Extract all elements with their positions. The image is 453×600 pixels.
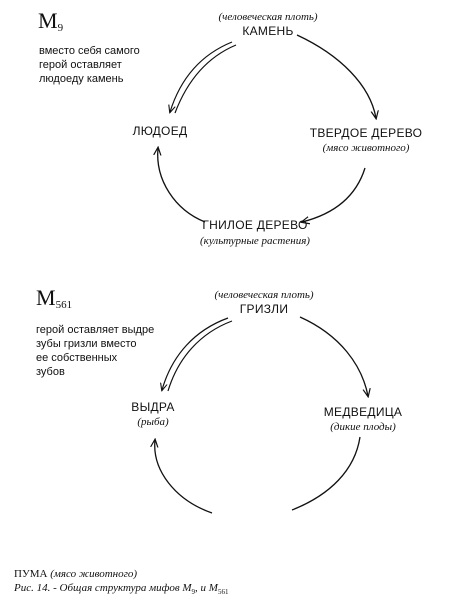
myth-label-m9: M9 xyxy=(38,8,64,34)
node-grizzly: ГРИЗЛИ xyxy=(239,302,289,316)
figure-caption: Рис. 14. - Общая структура мифов М9, и М… xyxy=(14,582,229,597)
arc-bottom-to-otter xyxy=(155,440,213,514)
double-arrow-stone-to-ogre-1 xyxy=(170,41,233,112)
note-m561: герой оставляет выдре зубы гризли вместо… xyxy=(36,323,186,379)
node-she-bear: МЕДВЕДИЦА xyxy=(323,405,403,419)
double-arrow-grizzly-to-otter-2 xyxy=(167,320,233,392)
note-line: людоеду камень xyxy=(39,73,124,85)
note-line: зубы гризли вместо xyxy=(36,338,137,350)
node-hardwood: ТВЕРДОЕ ДЕРЕВО xyxy=(309,126,423,140)
note-line: ее собственных xyxy=(36,352,118,364)
node-grizzly-sub: (человеческая плоть) xyxy=(214,289,314,301)
node-rotwood-sub: (культурные растения) xyxy=(200,235,310,247)
arc-hardwood-to-rotwood xyxy=(302,167,366,222)
node-otter: ВЫДРА xyxy=(131,400,175,414)
node-stone: КАМЕНЬ xyxy=(242,24,294,38)
puma-label: ПУМА (мясо животного) xyxy=(14,568,138,580)
note-line: вместо себя самого xyxy=(39,45,140,57)
arc-rotwood-to-ogre xyxy=(158,148,206,223)
note-line: зубов xyxy=(36,366,65,378)
node-ogre: ЛЮДОЕД xyxy=(132,124,188,138)
node-hardwood-sub: (мясо животного) xyxy=(322,142,410,154)
node-she-bear-sub: (дикие плоды) xyxy=(330,421,396,433)
node-otter-sub: (рыба) xyxy=(137,416,169,428)
double-arrow-grizzly-to-otter-1 xyxy=(162,317,229,390)
double-arrow-stone-to-ogre-2 xyxy=(174,44,237,114)
arc-grizzly-to-bear xyxy=(299,316,368,396)
note-m9: вместо себя самого герой оставляет людое… xyxy=(39,44,179,86)
node-rotwood: ГНИЛОЕ ДЕРЕВО xyxy=(202,218,308,232)
arc-stone-to-hardwood xyxy=(296,34,376,118)
myth-label-m561: M561 xyxy=(36,285,73,311)
node-stone-sub: (человеческая плоть) xyxy=(218,11,318,23)
note-line: герой оставляет xyxy=(39,59,122,71)
note-line: герой оставляет выдре xyxy=(36,324,155,336)
arc-bear-to-bottom xyxy=(291,436,361,511)
